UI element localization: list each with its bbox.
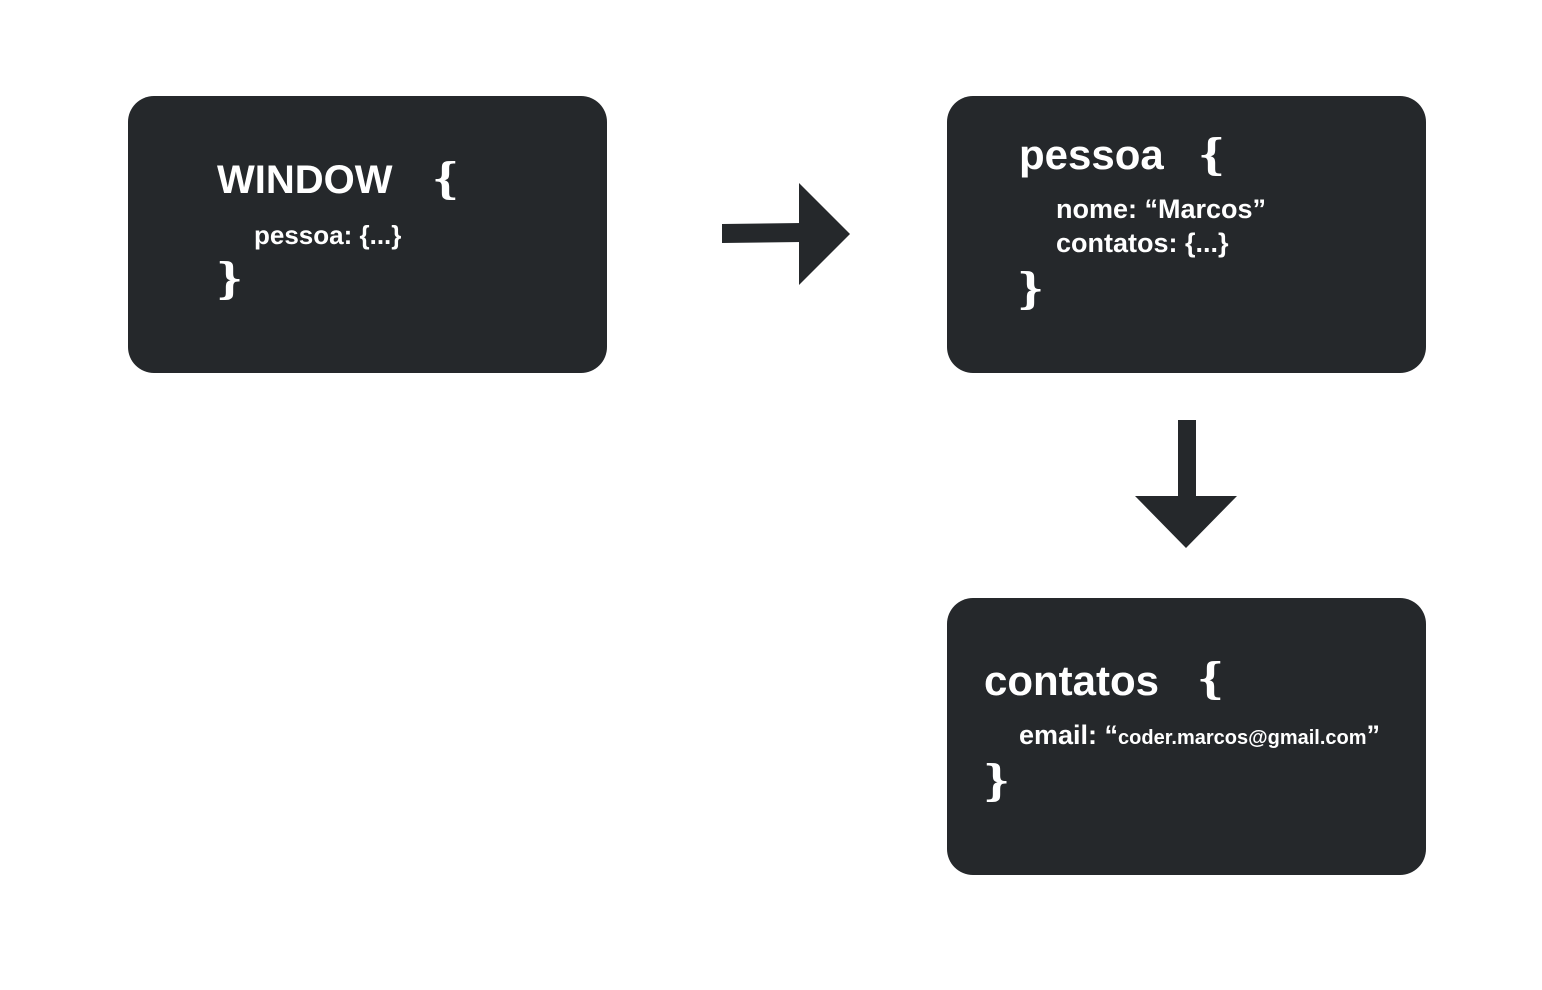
contatos-object-box: contatos { email: “coder.marcos@gmail.co… [947, 598, 1426, 875]
window-property-pessoa: pessoa: {...} [254, 220, 402, 250]
pessoa-close-brace: } [1017, 264, 1045, 313]
arrow-down-shaft [1178, 420, 1196, 500]
window-title: WINDOW [217, 158, 393, 202]
pessoa-property-nome: nome: “Marcos” [1056, 194, 1267, 224]
arrow-right-head [799, 183, 850, 285]
arrow-down-icon [1135, 420, 1237, 548]
arrow-right-icon [722, 183, 850, 285]
arrow-down-head [1135, 496, 1237, 548]
pessoa-open-brace: { [1198, 130, 1226, 179]
window-object-box: WINDOW { pessoa: {...} } [128, 96, 607, 373]
window-close-brace: } [216, 254, 244, 303]
pessoa-object-box: pessoa { nome: “Marcos” contatos: {...} … [947, 96, 1426, 373]
email-key: email: “ [1019, 720, 1119, 750]
email-value: coder.marcos@gmail.com [1118, 727, 1367, 749]
email-close-quote: ” [1366, 720, 1381, 750]
window-open-brace: { [432, 154, 460, 203]
arrow-right-shaft [722, 223, 802, 243]
contatos-property-email: email: “coder.marcos@gmail.com” [1019, 722, 1380, 749]
contatos-open-brace: { [1197, 654, 1225, 703]
pessoa-title: pessoa [1019, 131, 1164, 178]
contatos-close-brace: } [983, 756, 1011, 805]
pessoa-property-contatos: contatos: {...} [1056, 228, 1229, 258]
contatos-title: contatos [984, 657, 1160, 704]
